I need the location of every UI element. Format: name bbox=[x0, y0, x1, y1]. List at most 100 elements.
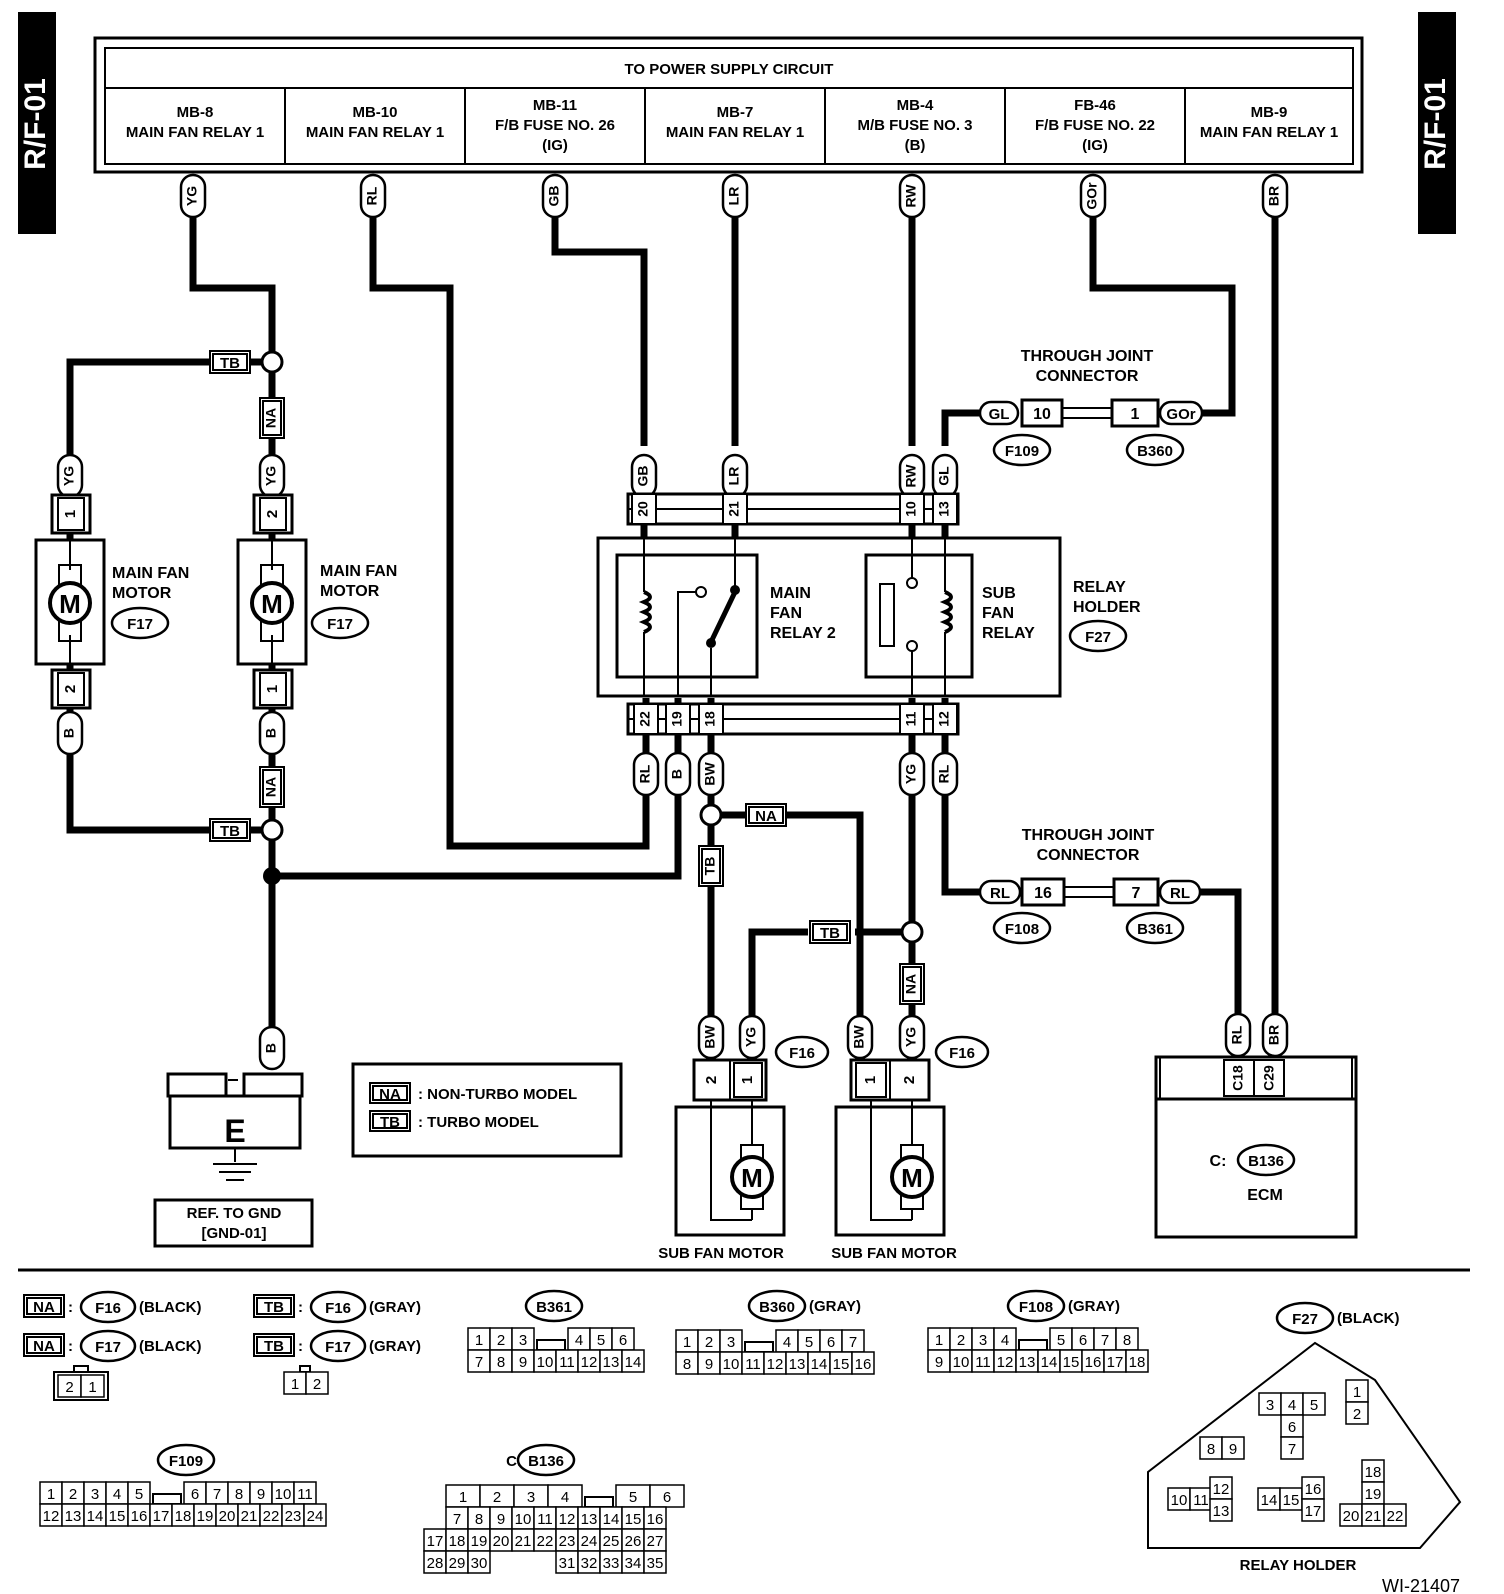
f108-pin-10: 10 bbox=[953, 1354, 970, 1371]
f27-pin-3: 3 bbox=[1266, 1397, 1274, 1414]
b361-pin-14: 14 bbox=[625, 1354, 642, 1371]
b361-pin-10: 10 bbox=[537, 1354, 554, 1371]
wire-label-27: YG bbox=[903, 1027, 919, 1047]
power-supply-col-3-line-2: F/B FUSE NO. 26 bbox=[495, 117, 615, 134]
junctions bbox=[260, 350, 924, 944]
power-supply-title: TO POWER SUPPLY CIRCUIT bbox=[625, 61, 834, 78]
f109-pin-2: 2 bbox=[69, 1486, 77, 1503]
f27-pin-6: 6 bbox=[1288, 1419, 1296, 1436]
svg-text:TB: TB bbox=[380, 1114, 400, 1131]
b136-r3-pin-25: 25 bbox=[603, 1533, 620, 1550]
b136-r2-pin-15: 15 bbox=[625, 1511, 642, 1528]
b360-pin-4: 4 bbox=[783, 1334, 791, 1351]
na-face-pin-1: 1 bbox=[88, 1379, 96, 1396]
f108-pin-9: 9 bbox=[935, 1354, 943, 1371]
f109-pin-1: 1 bbox=[47, 1486, 55, 1503]
model-tag-9: NA bbox=[263, 408, 279, 428]
main-fan-motor-right: 2 M 1 MAIN FAN MOTOR F17 bbox=[236, 493, 397, 710]
b136-r1-pin-6: 6 bbox=[663, 1489, 671, 1506]
key-tag-1: NA bbox=[33, 1338, 55, 1355]
svg-text:RELAY: RELAY bbox=[1073, 579, 1126, 596]
b136-r3-pin-18: 18 bbox=[449, 1533, 466, 1550]
svg-text:2: 2 bbox=[264, 510, 281, 518]
key-conn-1: F17 bbox=[95, 1339, 121, 1356]
svg-text:2: 2 bbox=[62, 685, 79, 693]
f27-pin-7: 7 bbox=[1288, 1441, 1296, 1458]
f109-pin-18: 18 bbox=[175, 1508, 192, 1525]
f109-pin-13: 13 bbox=[65, 1508, 82, 1525]
b360-pin-6: 6 bbox=[827, 1334, 835, 1351]
f108-pin-5: 5 bbox=[1057, 1332, 1065, 1349]
wire-label-15: RW bbox=[903, 464, 919, 488]
svg-text:M: M bbox=[59, 589, 81, 619]
wire-label-18: B bbox=[669, 769, 685, 779]
svg-text:SUB: SUB bbox=[982, 585, 1016, 602]
svg-text:7: 7 bbox=[1132, 885, 1141, 902]
f27-pin-4: 4 bbox=[1288, 1397, 1296, 1414]
wire-label-8: YG bbox=[263, 466, 279, 486]
header-B136: B136 bbox=[528, 1453, 564, 1470]
relay-top-pin-0: 20 bbox=[635, 501, 651, 517]
b360-pin-8: 8 bbox=[683, 1356, 691, 1373]
b136-r1-pin-1: 1 bbox=[459, 1489, 467, 1506]
svg-text:GL: GL bbox=[989, 406, 1010, 423]
f109-pin-12: 12 bbox=[43, 1508, 60, 1525]
svg-text:MAIN: MAIN bbox=[770, 585, 811, 602]
model-tag-22: TB bbox=[702, 857, 718, 876]
side-tag-left: R/F-01 bbox=[18, 12, 56, 234]
power-supply-col-7-line-1: MB-9 bbox=[1251, 104, 1288, 121]
b136-r4-pin-34: 34 bbox=[625, 1555, 642, 1572]
power-supply-col-7-line-2: MAIN FAN RELAY 1 bbox=[1200, 124, 1338, 141]
key-tag-0: NA bbox=[33, 1299, 55, 1316]
f27-pin-15: 15 bbox=[1283, 1492, 1300, 1509]
power-supply-col-4-line-1: MB-7 bbox=[717, 104, 754, 121]
tb-face-pin-1: 1 bbox=[291, 1376, 299, 1393]
b360-pin-5: 5 bbox=[805, 1334, 813, 1351]
f108-pin-15: 15 bbox=[1063, 1354, 1080, 1371]
wire-label-29: BR bbox=[1266, 1025, 1282, 1045]
wire-label-14: LR bbox=[726, 467, 742, 486]
svg-text:: NON-TURBO MODEL: : NON-TURBO MODEL bbox=[418, 1086, 577, 1103]
f27-pin-21: 21 bbox=[1365, 1508, 1382, 1525]
b136-r2-pin-10: 10 bbox=[515, 1511, 532, 1528]
side-tag-right: R/F-01 bbox=[1418, 12, 1456, 234]
f27-pin-16: 16 bbox=[1305, 1481, 1322, 1498]
key-color-2: (GRAY) bbox=[369, 1299, 421, 1316]
f108-pin-11: 11 bbox=[975, 1354, 991, 1371]
sub-fan-motor-left: 2 1 F16 M SUB FAN MOTOR bbox=[658, 1035, 830, 1262]
f109-pin-11: 11 bbox=[297, 1486, 313, 1503]
f108-pin-16: 16 bbox=[1085, 1354, 1102, 1371]
header-B360: B360 bbox=[759, 1299, 795, 1316]
model-tag-12: NA bbox=[263, 777, 279, 797]
svg-text:F17: F17 bbox=[127, 616, 153, 633]
f109-pin-9: 9 bbox=[257, 1486, 265, 1503]
wire-label-30: B bbox=[263, 1043, 279, 1053]
relay-top-pin-2: 10 bbox=[903, 501, 919, 517]
b136-r3-pin-27: 27 bbox=[647, 1533, 664, 1550]
wire-label-17: RL bbox=[637, 764, 653, 783]
wire-label-13: GB bbox=[635, 466, 651, 487]
relay-bottom-pin-4: 12 bbox=[936, 711, 952, 727]
svg-text:1: 1 bbox=[62, 510, 79, 518]
wire-label-2: GB bbox=[546, 186, 562, 207]
b360-pin-13: 13 bbox=[789, 1356, 806, 1373]
svg-text:1: 1 bbox=[739, 1076, 756, 1084]
f27-pin-18: 18 bbox=[1365, 1464, 1382, 1481]
svg-text:F108: F108 bbox=[1005, 921, 1039, 938]
b136-r4-pin-31: 31 bbox=[559, 1555, 576, 1572]
svg-text:F27: F27 bbox=[1085, 629, 1111, 646]
b361-pin-9: 9 bbox=[519, 1354, 527, 1371]
svg-text:FAN: FAN bbox=[770, 605, 802, 622]
key-colon-2: : bbox=[298, 1299, 303, 1316]
b360-pin-7: 7 bbox=[849, 1334, 857, 1351]
svg-text:GOr: GOr bbox=[1166, 406, 1195, 423]
svg-text:RL: RL bbox=[1170, 885, 1190, 902]
ground: E REF. TO GND [GND-01] bbox=[153, 1072, 314, 1248]
f27-pin-13: 13 bbox=[1213, 1503, 1230, 1520]
power-supply-col-1-line-1: MB-8 bbox=[177, 104, 214, 121]
ecm: C18 C29 C: B136 ECM bbox=[1154, 1055, 1358, 1239]
b360-pin-11: 11 bbox=[745, 1356, 761, 1373]
f108-pin-4: 4 bbox=[1001, 1332, 1009, 1349]
